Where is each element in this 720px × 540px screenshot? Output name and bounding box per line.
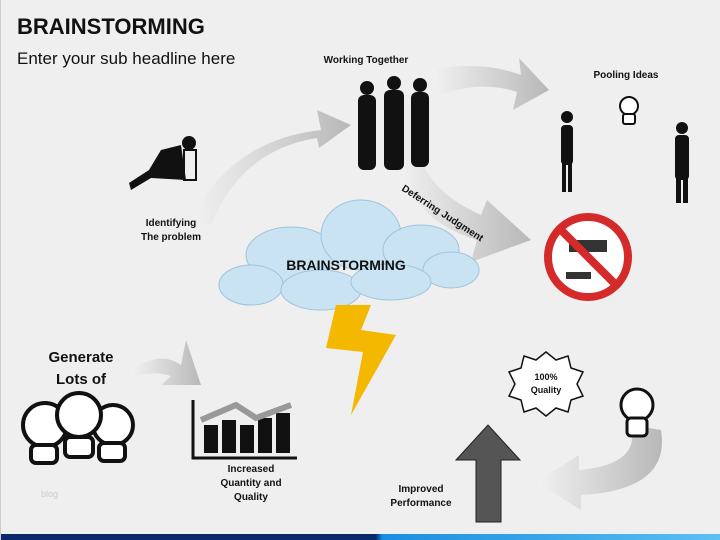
slide-subtitle: Enter your sub headline here <box>17 49 236 68</box>
pooling-ideas-label: Pooling Ideas <box>593 70 659 81</box>
arrow-4 <box>131 340 201 385</box>
center-brainstorming-label: BRAINSTORMING <box>286 257 406 273</box>
lightning-bolt-icon <box>326 305 396 415</box>
working-together-label: Working Together <box>323 55 409 66</box>
light-bulbs-icon <box>21 391 135 465</box>
people-silhouettes-icon <box>129 76 689 203</box>
quality-badge-icon <box>507 351 585 417</box>
growth-chart-icon <box>191 400 297 460</box>
watermark: blog <box>41 489 59 499</box>
idea-bulb-icon <box>619 387 655 438</box>
up-arrow-icon <box>454 424 522 523</box>
arrow-1 <box>191 110 351 225</box>
no-gavel-sign-icon <box>544 213 632 301</box>
cloud-icon <box>218 199 480 311</box>
bottom-accent-bar <box>1 534 720 540</box>
idea-bulb-small-icon <box>619 96 639 125</box>
arrow-3 <box>397 105 531 262</box>
slide-title: BRAINSTORMING <box>17 14 205 39</box>
arrow-2 <box>431 58 549 110</box>
arrow-5 <box>536 425 662 510</box>
quality-badge-label: 100%Quality <box>530 372 562 395</box>
